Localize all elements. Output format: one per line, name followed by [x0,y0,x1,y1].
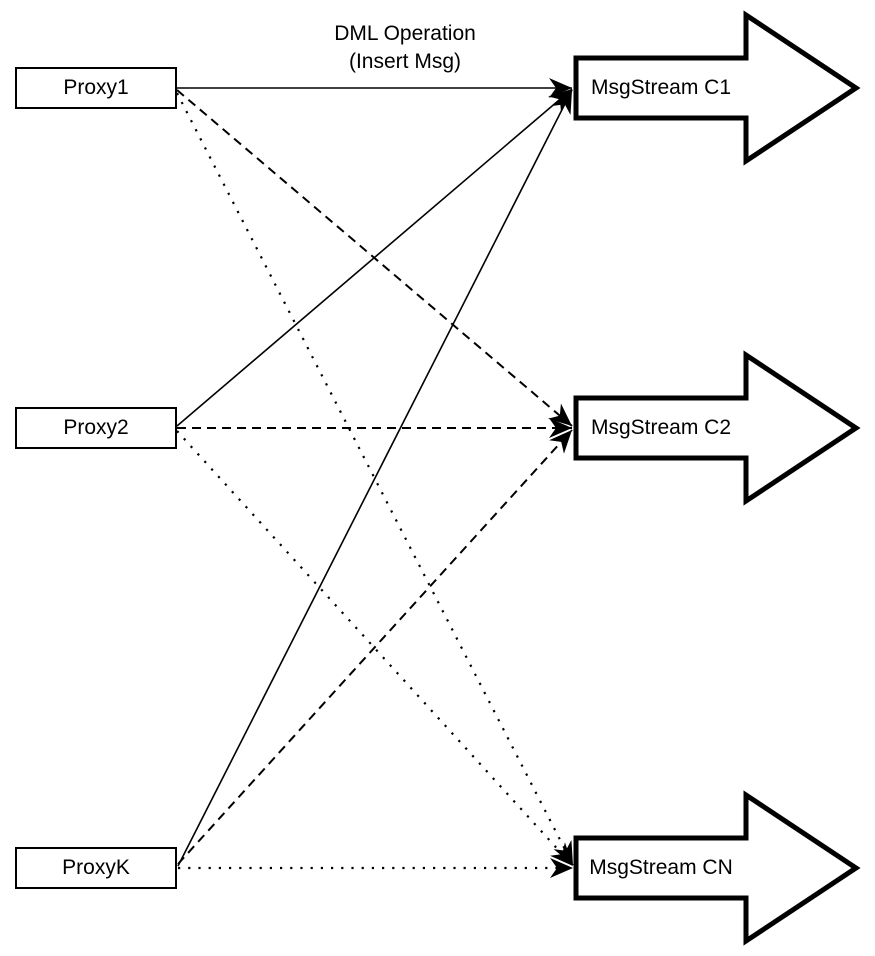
diagram-title-line1: DML Operation [334,22,476,45]
edge-proxyk-to-c1 [177,89,573,867]
proxy2-label: Proxy2 [63,416,129,439]
edge-proxy1-to-c2 [176,89,573,427]
proxyk-box: ProxyK [15,847,177,889]
edge-proxy1-to-cn [176,92,574,866]
proxyk-label: ProxyK [62,856,130,879]
proxy1-label: Proxy1 [63,76,129,99]
msgstream-c2-label: MsgStream C2 [590,416,732,439]
edge-proxyk-to-c2 [177,429,573,865]
proxy2-box: Proxy2 [15,407,177,449]
proxy1-box: Proxy1 [15,67,177,109]
msgstream-cn-arrow [573,790,861,946]
msgstream-c1-arrow [573,10,861,166]
msgstream-c2-arrow [573,350,861,506]
edge-proxy2-to-cn [176,430,574,867]
msgstream-c1-label: MsgStream C1 [590,76,732,99]
msgstream-cn-label: MsgStream CN [589,856,733,879]
diagram-title-line2: (Insert Msg) [348,50,461,73]
diagram-title: DML Operation (Insert Msg) [255,20,555,76]
